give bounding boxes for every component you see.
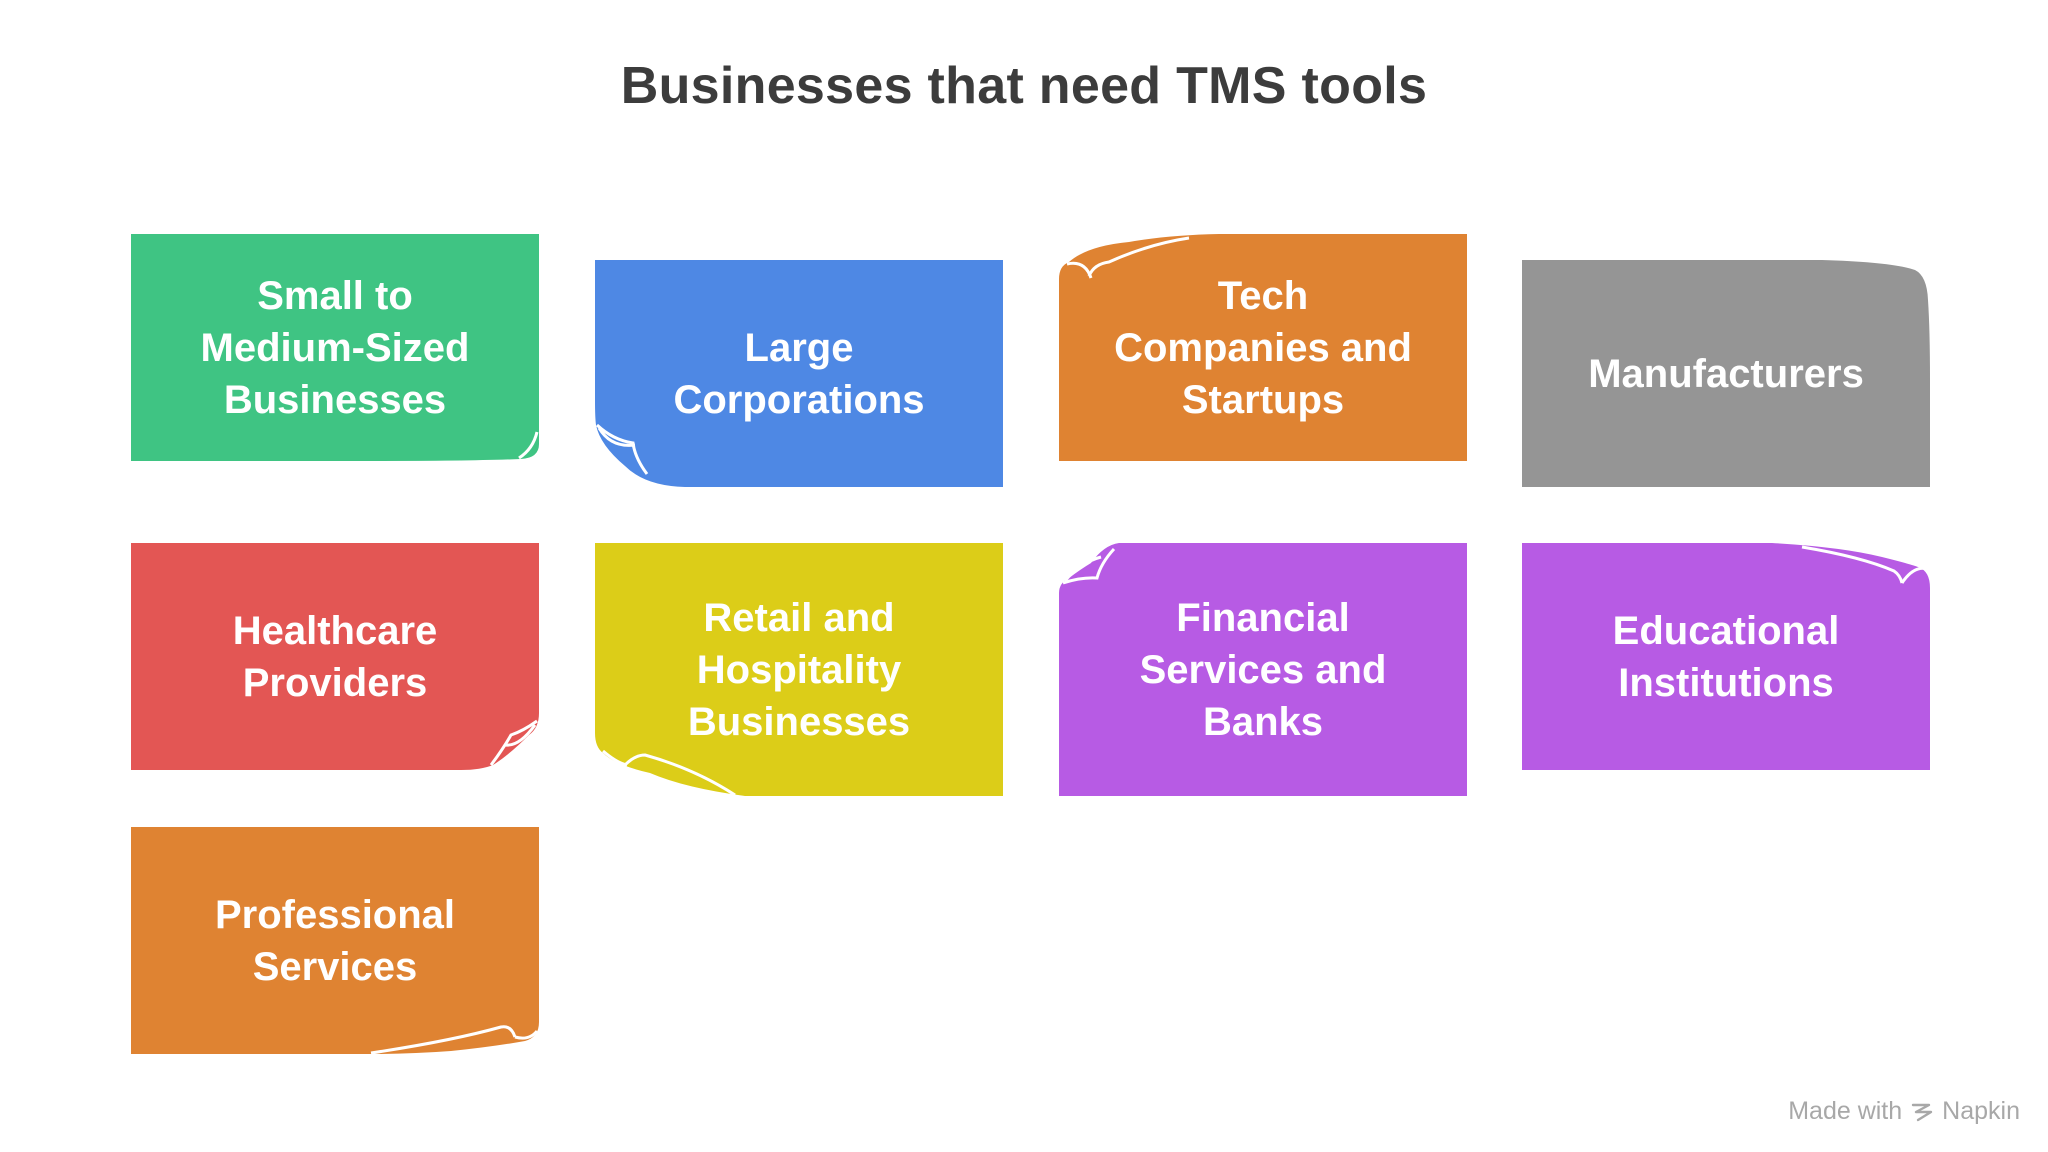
- card-label: Healthcare Providers: [232, 608, 438, 705]
- page-title: Businesses that need TMS tools: [620, 57, 1428, 115]
- card-background: [595, 543, 1003, 797]
- card-financial-services: Financial Services and Banks: [1059, 543, 1467, 796]
- brand-name: Napkin: [1942, 1097, 2020, 1125]
- card-background: [131, 827, 539, 1055]
- made-with-text: Made with: [1788, 1097, 1903, 1125]
- card-label: Professional Services: [214, 892, 456, 989]
- card-label: Financial Services and Banks: [1139, 595, 1387, 744]
- card-background: [131, 543, 539, 770]
- card-label: Manufacturers: [1588, 351, 1864, 396]
- card-background: [1522, 543, 1930, 770]
- card-professional-services: Professional Services: [131, 827, 539, 1055]
- card-manufacturers: Manufacturers: [1522, 260, 1930, 487]
- card-large-corporations: Large Corporations: [595, 260, 1003, 487]
- card-background: [1522, 260, 1930, 487]
- card-label: Tech Companies and Startups: [1114, 273, 1412, 422]
- card-tech-companies: Tech Companies and Startups: [1059, 234, 1467, 461]
- card-background: [131, 234, 539, 461]
- card-label: Retail and Hospitality Businesses: [687, 595, 911, 744]
- card-label: Large Corporations: [673, 325, 925, 422]
- card-label: Educational Institutions: [1612, 608, 1840, 705]
- card-educational-institutions: Educational Institutions: [1522, 543, 1930, 770]
- card-background: [595, 260, 1003, 487]
- made-with-footer[interactable]: Made with Napkin: [1788, 1097, 2020, 1126]
- card-healthcare-providers: Healthcare Providers: [131, 543, 539, 770]
- card-background: [1059, 234, 1467, 461]
- card-label: Small to Medium-Sized Businesses: [200, 273, 470, 422]
- card-retail-hospitality: Retail and Hospitality Businesses: [595, 543, 1003, 797]
- napkin-logo-icon: [1911, 1103, 1933, 1121]
- card-small-medium-businesses: Small to Medium-Sized Businesses: [131, 234, 539, 461]
- card-background: [1059, 543, 1467, 796]
